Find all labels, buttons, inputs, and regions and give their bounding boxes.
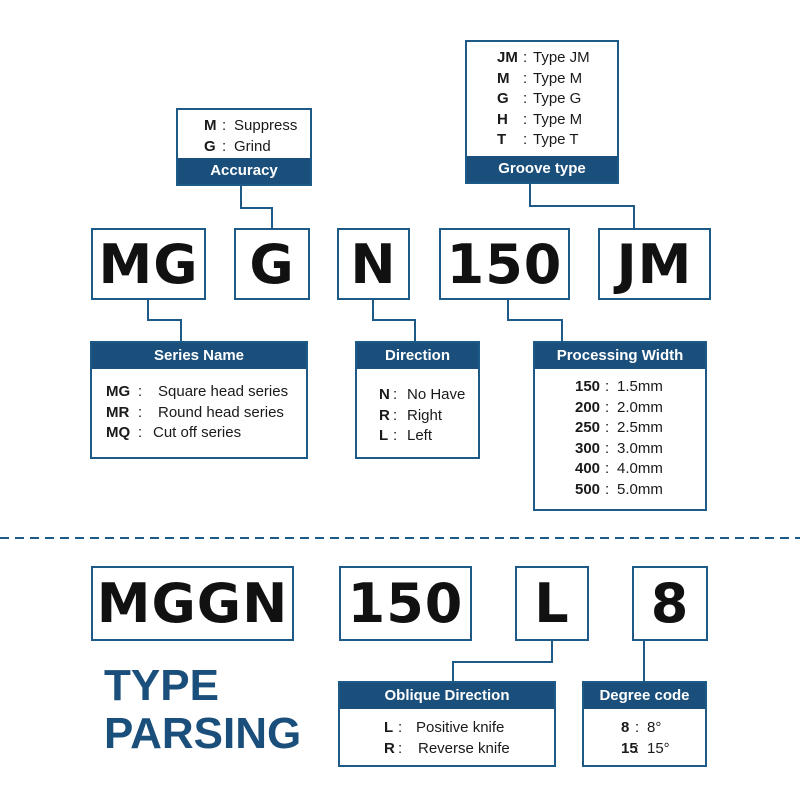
width-item: 500:5.0mm (575, 480, 663, 498)
oblique-direction-legend: Oblique Direction L:Positive knife R:Rev… (338, 681, 556, 767)
code-box-series: MG (91, 228, 206, 300)
groove-item: T:Type T (497, 131, 579, 148)
code-box-accuracy: G (234, 228, 310, 300)
groove-item: H:Type M (497, 110, 583, 128)
direction-item: N:No Have (379, 386, 466, 403)
type-parsing-line2: PARSING (104, 709, 302, 758)
series-item: MQ:Cut off series (106, 424, 242, 441)
type-parsing-title: TYPE PARSING (104, 662, 301, 758)
groove-item: G:Type G (497, 90, 582, 107)
oblique-direction-header: Oblique Direction (340, 683, 554, 709)
oblique-item: R:Reverse knife (384, 739, 510, 757)
groove-item: JM:Type JM (497, 49, 590, 66)
connector-width (507, 300, 563, 341)
code-box-width-bottom: 150 (339, 566, 472, 641)
processing-width-legend: Processing Width 150:1.5mm 200:2.0mm 250… (533, 341, 707, 511)
width-item: 400:4.0mm (575, 460, 663, 477)
direction-legend: Direction N:No Have R:Right L:Left (355, 341, 480, 459)
direction-item: L:Left (379, 427, 433, 444)
degree-code-legend: Degree code 8:8° 15:15° (582, 681, 707, 767)
connector-series (147, 300, 182, 341)
width-item: 300:3.0mm (575, 439, 663, 457)
series-name-legend: Series Name MG:Square head series MR:Rou… (90, 341, 308, 459)
oblique-item: L:Positive knife (384, 719, 505, 736)
type-parsing-line1: TYPE (104, 661, 219, 710)
series-item: MG:Square head series (106, 383, 289, 400)
accuracy-legend: M:Suppress G:Grind Accuracy (176, 108, 312, 186)
series-item: MR:Round head series (106, 403, 284, 421)
width-item: 250:2.5mm (575, 419, 663, 436)
accuracy-header: Accuracy (178, 158, 310, 184)
series-name-header: Series Name (92, 343, 306, 369)
processing-width-header: Processing Width (535, 343, 705, 369)
degree-item: 8:8° (621, 719, 662, 736)
degree-item: 15:15° (621, 739, 670, 757)
connector-oblique (452, 641, 553, 681)
connector-groove (529, 184, 635, 228)
code-box-width: 150 (439, 228, 570, 300)
code-box-model: MGGN (91, 566, 294, 641)
groove-type-legend: JM:Type JM M:Type M G:Type G H:Type M T:… (465, 40, 619, 184)
degree-code-header: Degree code (584, 683, 705, 709)
connector-direction (372, 300, 416, 341)
width-item: 200:2.0mm (575, 398, 663, 416)
groove-type-header: Groove type (467, 156, 617, 182)
groove-item: M:Type M (497, 69, 583, 87)
code-box-direction: N (337, 228, 410, 300)
accuracy-item: M:Suppress (204, 117, 298, 134)
direction-item: R:Right (379, 406, 443, 424)
connector-accuracy (240, 186, 273, 228)
width-item: 150:1.5mm (575, 378, 663, 395)
code-box-groove: JM (598, 228, 711, 300)
code-box-degree: 8 (632, 566, 708, 641)
direction-header: Direction (357, 343, 478, 369)
code-box-oblique: L (515, 566, 589, 641)
accuracy-item: G:Grind (204, 137, 271, 155)
